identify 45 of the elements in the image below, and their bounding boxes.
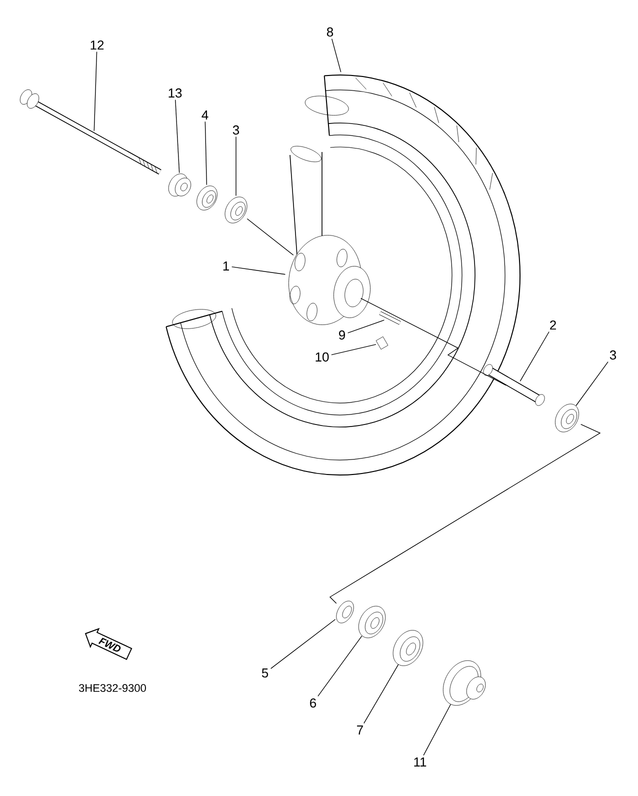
callout-number: 1 <box>223 262 229 270</box>
leader-line <box>204 121 208 186</box>
leader-line <box>364 664 399 724</box>
bearing-drawing <box>555 404 579 432</box>
bearing-drawing <box>224 196 248 224</box>
callout-number: 10 <box>316 352 329 362</box>
leader-line <box>332 38 342 72</box>
leader-line <box>318 636 362 697</box>
valve-drawing <box>379 311 401 325</box>
leader-line <box>576 361 608 406</box>
tire-drawing <box>304 75 493 190</box>
oil-seal-drawing <box>358 606 386 638</box>
callout-number: 9 <box>339 330 345 340</box>
axle-drawing <box>20 89 162 174</box>
leader-line <box>331 344 376 356</box>
leader-line <box>347 320 385 334</box>
oil-seal-drawing <box>196 186 218 210</box>
callout-number: 13 <box>168 88 182 98</box>
callout-number: 3 <box>232 125 240 135</box>
leader-line <box>520 331 550 382</box>
callout-number: 12 <box>90 40 104 50</box>
hub-drawing <box>288 146 370 325</box>
circlip-drawing <box>336 600 354 624</box>
callout-number: 6 <box>310 698 316 708</box>
callout-number: 5 <box>262 668 268 678</box>
leader-line <box>231 266 286 275</box>
bearing-drawing <box>392 630 424 666</box>
spacer-drawing <box>483 364 545 406</box>
callout-number: 4 <box>202 110 208 120</box>
part-code: 3HE332-9300 <box>78 684 146 692</box>
leader-line <box>175 99 180 174</box>
gear-unit-drawing <box>442 660 486 706</box>
callout-number: 3 <box>610 350 616 360</box>
collar-drawing <box>168 174 192 196</box>
callout-number: 11 <box>414 758 426 766</box>
valve-nut-drawing <box>376 336 388 350</box>
assembly-line <box>246 218 294 256</box>
assembly-line <box>329 424 601 604</box>
assembly-line <box>360 298 506 386</box>
callout-number: 8 <box>326 27 334 37</box>
callout-number: 2 <box>550 320 556 330</box>
leader-line <box>270 619 336 669</box>
callout-number: 7 <box>357 726 363 734</box>
leader-line <box>94 51 98 132</box>
leader-line <box>423 704 451 756</box>
